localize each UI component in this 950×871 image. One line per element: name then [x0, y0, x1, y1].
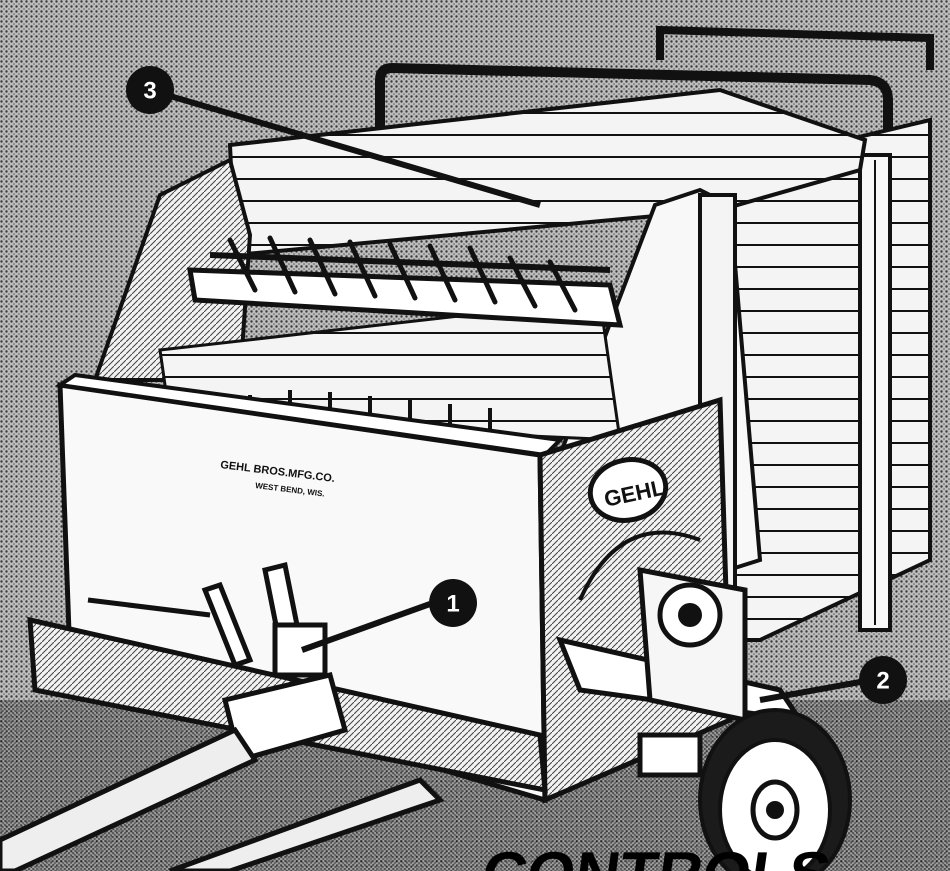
- svg-text:3: 3: [143, 78, 156, 105]
- callout-1-badge: 1: [429, 579, 477, 627]
- axle-stub: [640, 735, 700, 775]
- callout-3-badge: 3: [126, 66, 174, 114]
- callout-2-badge: 2: [859, 656, 907, 704]
- svg-text:1: 1: [446, 591, 459, 618]
- svg-text:2: 2: [876, 668, 889, 695]
- sprocket: [660, 585, 720, 645]
- bottom-heading-partial: CONTROLS: [477, 840, 834, 871]
